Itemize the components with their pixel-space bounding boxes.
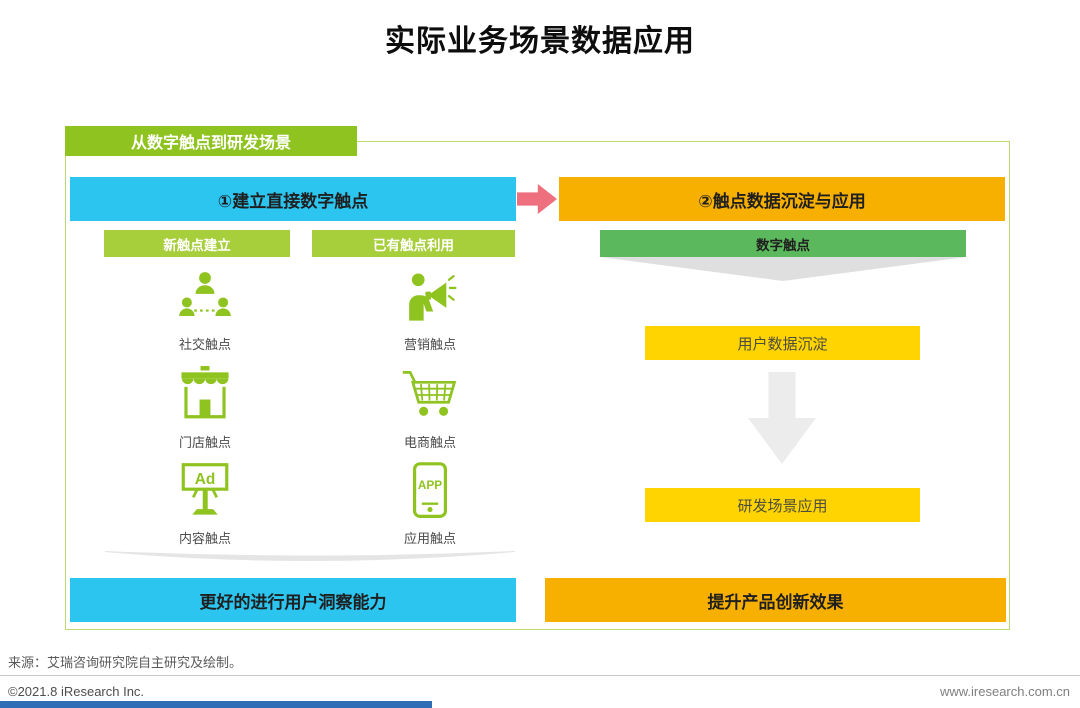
touchpoint-label: 应用触点: [403, 531, 456, 546]
megaphone-person-icon: [365, 268, 495, 330]
touchpoint-app: APP 应用触点: [365, 462, 495, 547]
touchpoint-ecommerce: 电商触点: [365, 366, 495, 451]
touchpoint-content: Ad 内容触点: [140, 462, 270, 547]
billboard-ad-icon: Ad: [140, 462, 270, 524]
step-rd-scenario: 研发场景应用: [645, 488, 920, 522]
footer-divider: [0, 675, 1080, 676]
touchpoint-social: 社交触点: [140, 268, 270, 353]
left-header: ①建立直接数字触点: [70, 177, 516, 221]
app-text: APP: [418, 479, 442, 492]
copyright-text: ©2021.8 iResearch Inc.: [8, 684, 145, 699]
subheader-new-touchpoints: 新触点建立: [104, 230, 290, 257]
touchpoint-label: 内容触点: [178, 531, 231, 546]
app-phone-icon: APP: [365, 462, 495, 524]
shopping-cart-icon: [365, 366, 495, 428]
touchpoint-label: 电商触点: [403, 435, 456, 450]
diagram-frame: [65, 141, 1010, 630]
step-user-data: 用户数据沉淀: [645, 326, 920, 360]
right-result-bar: 提升产品创新效果: [545, 578, 1006, 622]
touchpoint-label: 门店触点: [178, 435, 231, 450]
website-url: www.iresearch.com.cn: [939, 684, 1070, 699]
touchpoint-label: 社交触点: [178, 337, 231, 352]
digital-touchpoint-band: 数字触点: [600, 230, 966, 257]
section-tab: 从数字触点到研发场景: [65, 126, 357, 156]
source-note: 来源：艾瑞咨询研究院自主研究及绘制。: [8, 655, 243, 670]
subheader-existing-touchpoints: 已有触点利用: [312, 230, 515, 257]
touchpoint-store: 门店触点: [140, 366, 270, 451]
touchpoint-marketing: 营销触点: [365, 268, 495, 353]
left-result-bar: 更好的进行用户洞察能力: [70, 578, 516, 622]
social-network-icon: [140, 268, 270, 330]
ad-text: Ad: [195, 471, 216, 488]
footer-blue-strip: [0, 701, 432, 708]
swoosh-shape: [105, 546, 515, 577]
storefront-icon: [140, 366, 270, 428]
page-title: 实际业务场景数据应用: [385, 25, 695, 58]
right-header: ②触点数据沉淀与应用: [559, 177, 1005, 221]
touchpoint-label: 营销触点: [403, 337, 456, 352]
